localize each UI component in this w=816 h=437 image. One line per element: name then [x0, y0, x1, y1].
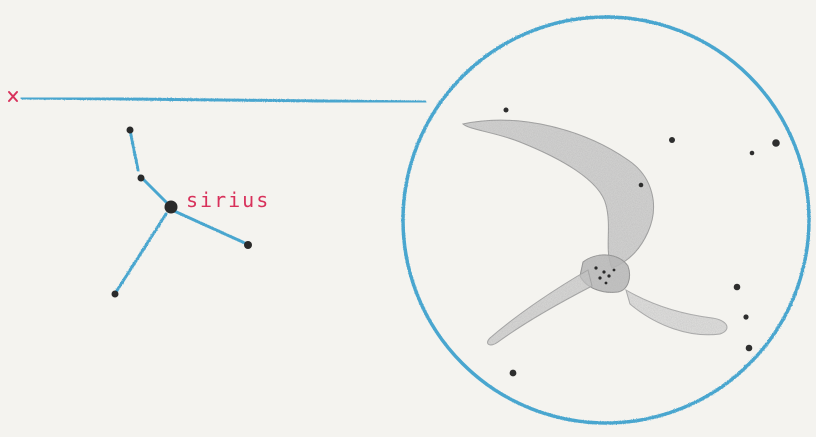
star-dot: [138, 175, 145, 182]
field-star: [504, 108, 509, 113]
field-star: [639, 183, 644, 188]
pointer-line: [22, 98, 425, 102]
sirius-star: [165, 201, 178, 214]
target-marker: [9, 92, 17, 101]
field-star: [669, 137, 675, 143]
nebula-sketch: [463, 120, 727, 345]
nebula-right-tail: [626, 290, 727, 335]
field-star: [734, 284, 741, 291]
field-star: [743, 314, 748, 319]
constellation-stars: [112, 127, 253, 298]
field-star: [510, 370, 517, 377]
nebula-upper-arm: [463, 120, 654, 268]
field-star: [750, 151, 755, 156]
eyepiece-field-circle: [403, 17, 809, 423]
sirius-label: sirius: [186, 188, 270, 212]
nebula-lower-arm: [488, 270, 592, 345]
field-star: [746, 345, 753, 352]
star-dot: [127, 127, 134, 134]
star-dot: [112, 291, 119, 298]
star-dot: [244, 241, 252, 249]
field-star: [772, 139, 780, 147]
